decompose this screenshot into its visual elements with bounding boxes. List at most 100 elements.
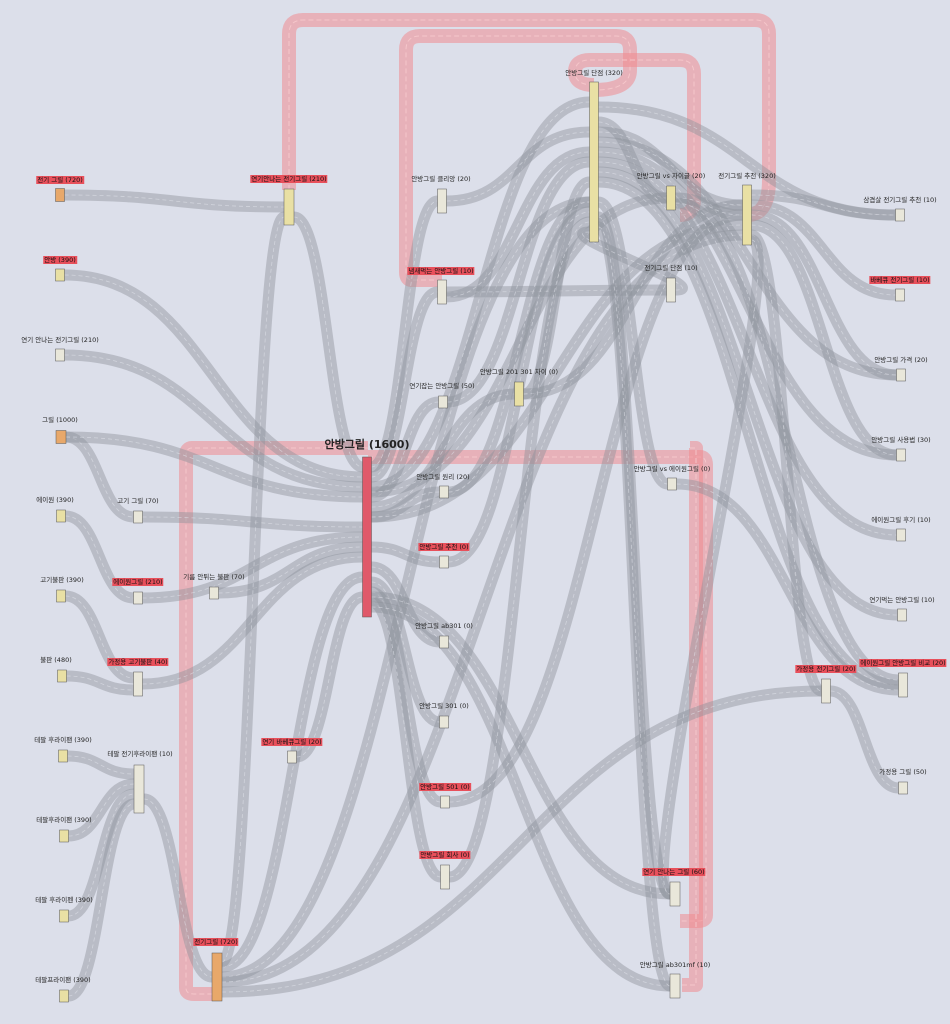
link-dash-anbang-weak-samgyeop-rec [598,106,896,216]
node-compare[interactable] [898,672,908,698]
node-label-smokeless-grill: 연기 안나는 그릴 (60) [642,868,706,876]
node-tefal-hurai-1[interactable] [58,749,68,763]
node-grill[interactable] [55,430,67,444]
node-price[interactable] [896,368,906,382]
node-ab301mf[interactable] [669,973,681,999]
node-center[interactable] [362,456,372,618]
node-tefal-hurai-2[interactable] [59,829,69,843]
node-jeongigrill-bottom[interactable] [211,952,223,1002]
link-dash-naengsae-jeongigrill-weak [446,289,667,293]
node-anbang-501[interactable] [440,795,450,809]
node-label-anbang-clip: 안방그릴 클리앙 (20) [411,175,471,183]
node-label-ab201: 안방그릴 201 301 차이 (0) [479,368,559,376]
link-dash-aewon-grill-center [142,536,363,599]
node-gajeong-jeongi[interactable] [821,678,831,704]
link-dash-vs-zaigle-jeongigrill-rec [675,197,743,216]
link-dash-gajeong-bulpan-center [142,556,363,685]
link-dash-center-anbang-501 [371,591,441,803]
node-label-anbang-301: 안방그릴 301 (0) [419,702,469,710]
link-dash-center-anbang-rec [371,546,440,563]
link-dash-jeongigrill-rec-usage [751,224,897,456]
node-samgyeop-mid[interactable] [287,750,297,764]
node-label-price: 안방그릴 가격 (20) [874,356,928,364]
link-dash-gajeong-jeongi-gajeong-grill [830,690,899,789]
node-gajeong-grill[interactable] [898,781,908,795]
node-gogi-grill[interactable] [133,510,143,524]
node-jeongigrill-rec[interactable] [742,184,752,246]
node-gajeong-bulpan[interactable] [133,671,143,697]
node-anbang-301[interactable] [439,715,449,729]
node-label-vs-aewon: 안방그릴 vs 에이원그릴 (0) [633,465,711,473]
link-dash-jeongigrill-rec-price [751,214,897,376]
node-jeongi-grill[interactable] [55,188,65,202]
node-label-ab301mf: 안방그릴 ab301mf (10) [639,961,711,969]
link-dash-tefal-hurai-3-tefal-jeongi [68,793,135,917]
link-grill-gogi-grill [60,431,139,523]
link-dash-anbang-weak-jeongigrill-rec [598,131,743,206]
node-bulpan[interactable] [57,669,67,683]
node-aewon-grill[interactable] [133,591,143,605]
link-dash-jeongigrill-bottom-anbang-weak [221,201,590,978]
node-rects [55,81,908,1003]
node-aewon[interactable] [56,509,66,523]
node-vs-aewon[interactable] [667,477,677,491]
link-dash-center-jeongigrill-rec [371,224,743,518]
node-review[interactable] [896,528,906,542]
node-naengsae[interactable] [437,279,447,305]
node-vs-zaigle[interactable] [666,185,676,211]
node-anbang-weak[interactable] [589,81,599,243]
link-dash-tefal-frying-tefal-jeongi [68,803,135,997]
link-center-smoke-catch [366,396,444,503]
node-gogi-bulpan[interactable] [56,589,66,603]
link-dash-grill-center [65,436,363,498]
node-anbang[interactable] [55,268,65,282]
node-label-jeongigrill-rec: 전기그릴 추천 (320) [718,172,776,180]
highlight-link-dash-1 [288,19,770,216]
node-label-samgyeop-mid: 연기 바베큐그릴 (20) [261,738,323,746]
link-dash-anbang-weak-smokeless-grill [598,216,671,895]
node-label-aewon-grill: 에이원그릴 (210) [112,578,164,586]
link-dash-anbang-501-jeongigrill-rec [449,214,743,803]
node-wonri[interactable] [439,485,449,499]
link-dash-wonri-anbang-weak [448,201,590,493]
node-smokeless-left[interactable] [55,348,65,362]
node-usage[interactable] [896,448,906,462]
link-dash-vs-zaigle-compare [675,202,899,681]
node-anbang-company[interactable] [440,864,450,890]
link-dash-smoke-catch-anbang-weak [447,161,590,403]
highlight-link-dash-3 [574,59,695,216]
link-dash-jeongigrill-bottom-smokeless-mid [221,216,285,963]
node-samgyeop-rec[interactable] [895,208,905,222]
node-ab301[interactable] [439,635,449,649]
node-label-jeongigrill-weak: 전기그릴 단점 (10) [644,264,698,272]
link-dash-anbang-weak-smoke-eating [598,171,898,616]
node-anbang-rec[interactable] [439,555,449,569]
node-gareum-bulpan[interactable] [209,586,219,600]
node-tefal-hurai-3[interactable] [59,909,69,923]
node-smokeless-mid[interactable] [283,188,295,226]
node-label-anbang-company: 안방그릴 회사 (0) [419,851,471,859]
node-label-gajeong-bulpan: 가정용 고기불판 (40) [107,658,169,666]
node-bbq-jeongi[interactable] [895,288,905,302]
link-dash-anbang-weak-price [598,141,897,376]
node-smoke-catch[interactable] [438,395,448,409]
link-dash-anbang-weak-compare [598,181,899,686]
node-label-gogi-bulpan: 고기불판 (390) [40,576,84,584]
node-smoke-eating[interactable] [897,608,907,622]
node-ab201[interactable] [514,381,524,407]
node-smokeless-grill[interactable] [669,881,681,907]
node-tefal-frying[interactable] [59,989,69,1003]
node-label-tefal-hurai-1: 테팔 후라이팬 (390) [34,736,92,744]
link-dash-center-anbang-clip [371,200,438,468]
link-dash-anbang-weak-usage [598,151,897,456]
link-samgyeop-mid-center [291,591,368,763]
node-jeongigrill-weak[interactable] [666,277,676,303]
link-dash-jeongigrill-rec-bbq-jeongi [751,204,896,296]
node-tefal-jeongi[interactable] [133,764,145,814]
link-dash-jeongi-grill-smokeless-mid [64,194,285,208]
link-dash-center-anbang-weak [371,101,590,488]
link-dash-tefal-hurai-1-tefal-jeongi [67,755,135,775]
link-dash-center-vs-zaigle [371,197,667,493]
node-anbang-clip[interactable] [437,188,447,214]
